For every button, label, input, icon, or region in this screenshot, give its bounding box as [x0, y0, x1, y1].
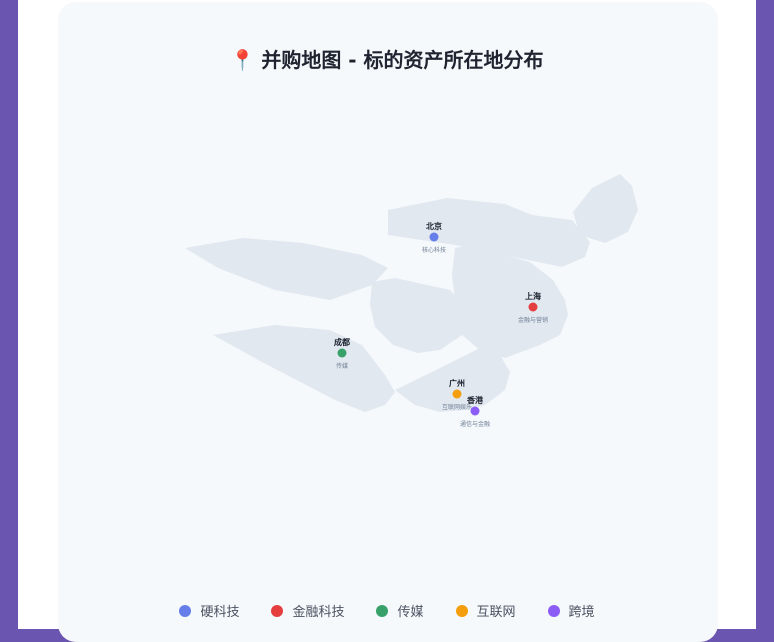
city-name: 香港	[466, 395, 484, 405]
legend-item[interactable]: 金融科技	[271, 601, 344, 620]
legend-item[interactable]: 硬科技	[179, 601, 239, 620]
city-name: 成都	[334, 337, 350, 347]
legend-label: 硬科技	[200, 605, 240, 620]
legend-item[interactable]: 互联网	[455, 601, 516, 620]
region-central	[370, 278, 468, 353]
page-title: 📍并购地图 - 标的资产所在地分布	[0, 44, 774, 73]
legend-dot-icon	[376, 604, 389, 617]
legend-dot-icon	[455, 604, 468, 617]
legend-dot-icon	[271, 604, 284, 617]
city-dot[interactable]	[528, 302, 538, 312]
city-sector: 互联网娱乐	[442, 403, 472, 411]
legend-dot-icon	[179, 604, 192, 617]
legend-item[interactable]: 传媒	[376, 601, 424, 620]
city-name: 北京	[426, 221, 442, 231]
city-sector: 金融与营销	[518, 316, 548, 324]
city-dot[interactable]	[470, 406, 480, 416]
legend-label: 互联网	[476, 605, 516, 620]
city-sector: 传媒	[336, 362, 348, 370]
legend: 硬科技 金融科技 传媒 互联网 跨境	[0, 601, 774, 620]
region-northeast	[573, 174, 638, 243]
region-southwest	[213, 325, 395, 412]
region-north	[388, 198, 590, 267]
city-dot[interactable]	[429, 232, 439, 242]
legend-label: 金融科技	[292, 605, 345, 620]
pin-icon: 📍	[230, 48, 256, 72]
region-northwest	[185, 238, 388, 300]
city-dot[interactable]	[452, 389, 462, 399]
city-name: 广州	[449, 378, 465, 388]
region-east	[452, 245, 568, 358]
city-name: 上海	[525, 291, 541, 301]
city-sector: 通信与金融	[460, 420, 490, 428]
legend-label: 跨境	[568, 605, 595, 620]
title-text: 并购地图 - 标的资产所在地分布	[261, 48, 544, 72]
legend-item[interactable]: 跨境	[547, 601, 595, 620]
city-dot[interactable]	[337, 348, 347, 358]
region-south	[395, 348, 510, 412]
legend-dot-icon	[547, 604, 560, 617]
city-sector: 核心科技	[422, 246, 446, 254]
legend-label: 传媒	[397, 605, 424, 620]
